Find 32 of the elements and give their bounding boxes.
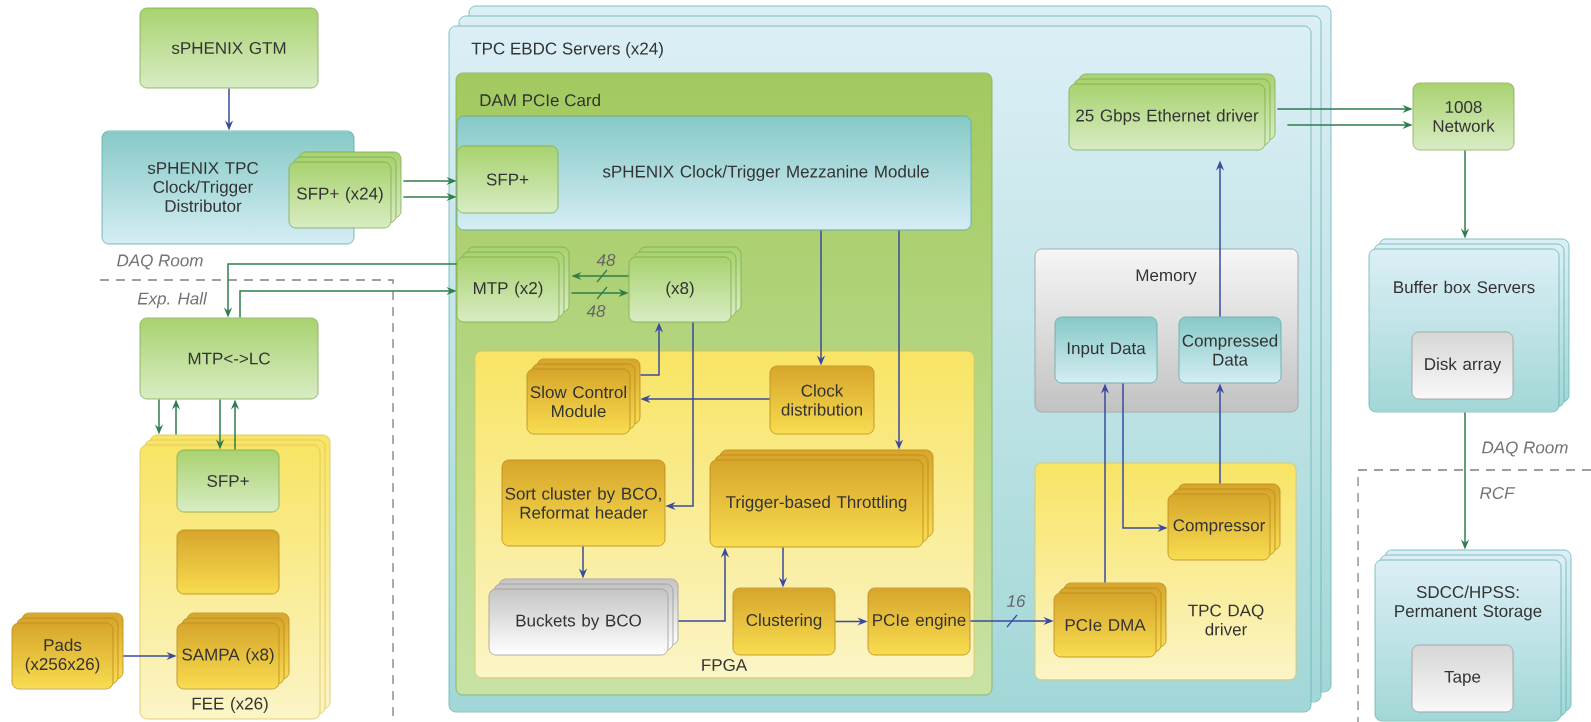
process-box: Trigger-based Throttling <box>709 449 934 548</box>
process-box: PCIe DMA <box>1053 582 1167 658</box>
process-box: Buckets by BCO <box>488 578 679 656</box>
edge-label: 48 <box>596 254 616 266</box>
process-box: Input Data <box>1054 316 1158 384</box>
zone-label: DAQ Room <box>117 254 203 270</box>
process-box: (x8) <box>628 246 742 323</box>
process-box: 25 Gbps Ethernet driver <box>1068 73 1276 151</box>
zone-label: DAQ Room <box>1482 441 1568 457</box>
process-box: SFP+ <box>456 145 559 214</box>
process-box: Clustering <box>732 587 836 656</box>
process-box: Sort cluster by BCO, Reformat header <box>501 459 666 547</box>
process-box: Compressor <box>1167 483 1281 561</box>
process-box: 1008 Network <box>1412 82 1515 151</box>
edge-label: 48 <box>586 305 606 317</box>
process-box: MTP<->LC <box>139 317 319 400</box>
process-box: PCIe engine <box>867 587 971 656</box>
process-box: SAMPA (x8) <box>176 612 290 690</box>
process-box: sPHENIX GTM <box>139 7 319 89</box>
process-box: MTP (x2) <box>456 246 570 323</box>
process-box: SFP+ <box>176 449 280 513</box>
process-box: Compressed Data <box>1178 316 1282 384</box>
process-box: Tape <box>1411 644 1514 713</box>
process-box: SFP+ (x24) <box>288 151 402 229</box>
zone-label: RCF <box>1480 486 1516 499</box>
zone-label: Exp. Hall <box>137 292 208 308</box>
chip-box <box>176 529 280 595</box>
edge-label: 16 <box>1007 594 1026 607</box>
process-box: Slow Control Module <box>526 358 641 435</box>
process-box: Pads (x256x26) <box>11 612 124 690</box>
process-box: Disk array <box>1411 331 1514 400</box>
process-box: Clock distribution <box>769 365 875 435</box>
